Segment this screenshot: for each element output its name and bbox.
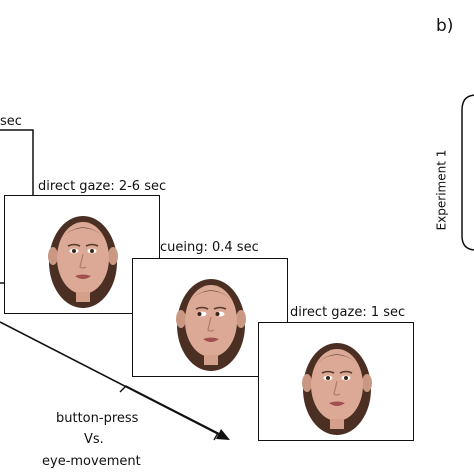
time-arrow-head bbox=[216, 429, 230, 440]
stimulus-frame-direct-gaze-2 bbox=[258, 322, 414, 441]
panel-b-box bbox=[461, 94, 474, 251]
response-line-2: Vs. bbox=[84, 432, 104, 447]
direct-gaze-1-label: direct gaze: 2-6 sec bbox=[38, 179, 167, 194]
stimulus-frame-cueing bbox=[132, 258, 288, 377]
cueing-label: cueing: 0.4 sec bbox=[160, 240, 259, 255]
panel-b-label: b) bbox=[436, 16, 454, 36]
time-arrow-line bbox=[0, 321, 223, 437]
response-line-3: eye-movement bbox=[42, 454, 141, 469]
stimulus-frame-direct-gaze-1 bbox=[4, 195, 160, 314]
response-bracket bbox=[119, 385, 219, 441]
response-line-1: button-press bbox=[56, 411, 139, 426]
face-averted-gaze-icon bbox=[176, 279, 246, 371]
face-direct-gaze-icon bbox=[48, 216, 118, 308]
panel-b-row-label: Experiment 1 bbox=[434, 149, 449, 231]
face-direct-gaze-icon bbox=[302, 343, 372, 435]
partial-frame-label: sec bbox=[0, 114, 22, 129]
direct-gaze-2-label: direct gaze: 1 sec bbox=[290, 305, 406, 320]
